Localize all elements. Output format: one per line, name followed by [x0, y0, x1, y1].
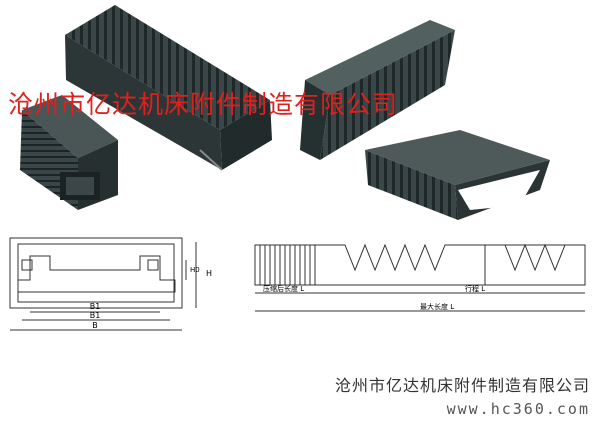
bellows-photo-long [65, 5, 272, 171]
label-h0: H0 [190, 266, 200, 274]
length-diagram: 压缩后长度 L 行程 L 最大长度 L [254, 243, 586, 312]
site-footer: www.hc360.com [446, 400, 590, 418]
company-footer: 沧州市亿达机床附件制造有限公司 [334, 376, 590, 395]
bellows-photo-angled [300, 20, 455, 160]
company-banner: 沧州市亿达机床附件制造有限公司 [8, 90, 399, 119]
bellows-photo-roof [365, 130, 550, 220]
label-b1-upper: B1 [90, 302, 101, 311]
label-compressed-length: 压缩后长度 L [263, 284, 304, 293]
bellows-photo-square [20, 95, 118, 210]
label-b: B [92, 321, 98, 330]
outer-profile [9, 237, 183, 309]
label-stroke: 行程 L [465, 284, 485, 293]
label-max-length: 最大长度 L [420, 302, 454, 311]
label-b1-lower: B1 [90, 311, 101, 320]
cross-section-diagram: B1 B1 B H H0 [9, 237, 212, 331]
label-h: H [206, 269, 212, 278]
